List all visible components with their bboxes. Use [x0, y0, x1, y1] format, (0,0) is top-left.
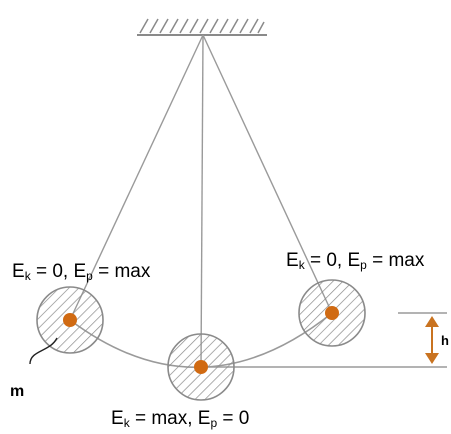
bob-left — [36, 286, 104, 354]
string-left — [69, 34, 204, 321]
height-label: h — [441, 333, 449, 348]
string-center — [200, 34, 204, 368]
left-energy-label: Ek = 0, Ep = max — [12, 261, 151, 283]
height-arrow — [425, 316, 439, 364]
right-energy-label: Ek = 0, Ep = max — [286, 250, 425, 272]
mass-label: m — [10, 383, 24, 400]
bottom-energy-label: Ek = max, Ep = 0 — [111, 408, 249, 430]
ceiling-support — [137, 18, 267, 36]
mass-pointer — [29, 337, 58, 365]
bob-center — [167, 333, 235, 401]
bob-right — [298, 279, 366, 347]
string-right — [202, 34, 333, 314]
